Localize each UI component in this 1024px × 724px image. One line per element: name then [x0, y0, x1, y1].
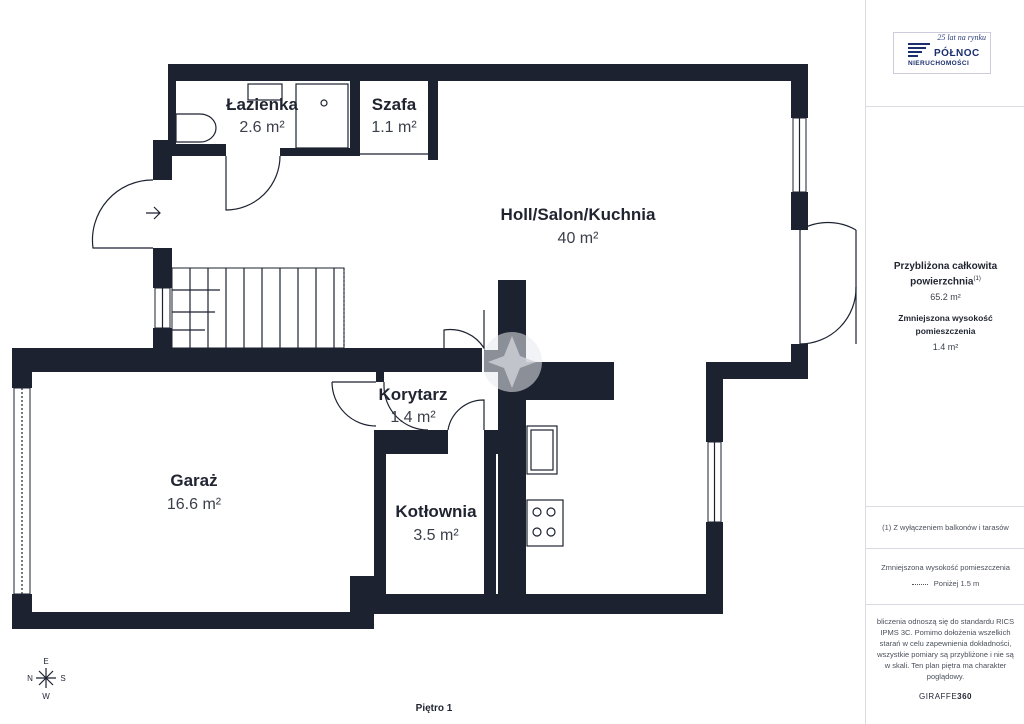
footnote-section: (1) Z wyłączeniem balkonów i tarasów: [866, 506, 1024, 549]
stairs: [171, 267, 345, 349]
room-name-holl: Holl/Salon/Kuchnia: [501, 205, 656, 224]
room-name-lazienka: Łazienka: [226, 95, 298, 114]
logo-name: PÓŁNOC: [934, 48, 980, 59]
dotted-line-icon: [911, 583, 928, 585]
total-area-value: 65.2 m²: [930, 292, 961, 303]
area-summary: Przybliżona całkowita powierzchnia(1) 65…: [866, 106, 1024, 507]
compass-s: S: [60, 674, 65, 683]
windows: [13, 117, 807, 595]
viewpoint-360-icon[interactable]: [482, 332, 542, 392]
reduced-height-value: 1.4 m²: [932, 342, 959, 353]
compass-icon: E N S W: [27, 657, 66, 701]
logo-tagline: 25 lat na rynku: [937, 33, 986, 42]
floor-plan: Łazienka 2.6 m² Szafa 1.1 m² Holl/Salon/…: [12, 64, 857, 714]
legend-item: Poniżej 1.5 m: [866, 578, 1024, 589]
room-name-garaz: Garaż: [170, 471, 217, 490]
info-sidebar: 25 lat na rynku PÓŁNOC NIERUCHOMOŚCI Prz…: [865, 0, 1024, 724]
room-name-kotlownia: Kotłownia: [395, 502, 477, 521]
legend-title: Zmniejszona wysokość pomieszczenia: [881, 563, 1010, 572]
brand-label: GIRAFFE360: [918, 692, 973, 701]
room-labels: Łazienka 2.6 m² Szafa 1.1 m² Holl/Salon/…: [167, 95, 656, 544]
floor-label: Piętro 1: [416, 703, 453, 714]
doors: [91, 155, 857, 431]
total-area-footnote: (1): [973, 276, 981, 282]
compass-w: W: [42, 692, 50, 701]
fixtures: [175, 83, 564, 547]
compass-e: E: [43, 657, 48, 666]
room-name-korytarz: Korytarz: [379, 385, 448, 404]
walls: [12, 64, 808, 629]
footnote-text: (1) Z wyłączeniem balkonów i tarasów: [882, 523, 1009, 532]
logo-subtitle: NIERUCHOMOŚCI: [908, 60, 970, 67]
room-area-garaz: 16.6 m²: [167, 496, 222, 513]
disclaimer-section: bliczenia odnoszą się do standardu RICS …: [874, 616, 1017, 701]
reduced-height-title: Zmniejszona wysokość pomieszczenia: [898, 313, 993, 337]
disclaimer-text: bliczenia odnoszą się do standardu RICS …: [876, 617, 1015, 681]
logo-section: 25 lat na rynku PÓŁNOC NIERUCHOMOŚCI: [866, 0, 1024, 107]
room-area-kotlownia: 3.5 m²: [413, 527, 459, 544]
room-area-holl: 40 m²: [558, 230, 600, 247]
compass-n: N: [27, 674, 33, 683]
building-icon: [908, 43, 930, 57]
room-name-szafa: Szafa: [372, 95, 417, 114]
legend-section: Zmniejszona wysokość pomieszczenia Poniż…: [866, 548, 1024, 605]
room-area-korytarz: 1.4 m²: [390, 409, 436, 426]
company-logo[interactable]: 25 lat na rynku PÓŁNOC NIERUCHOMOŚCI: [893, 32, 991, 74]
room-area-szafa: 1.1 m²: [371, 119, 417, 136]
total-area-title: Przybliżona całkowita powierzchnia(1): [893, 261, 998, 288]
room-area-lazienka: 2.6 m²: [239, 119, 285, 136]
